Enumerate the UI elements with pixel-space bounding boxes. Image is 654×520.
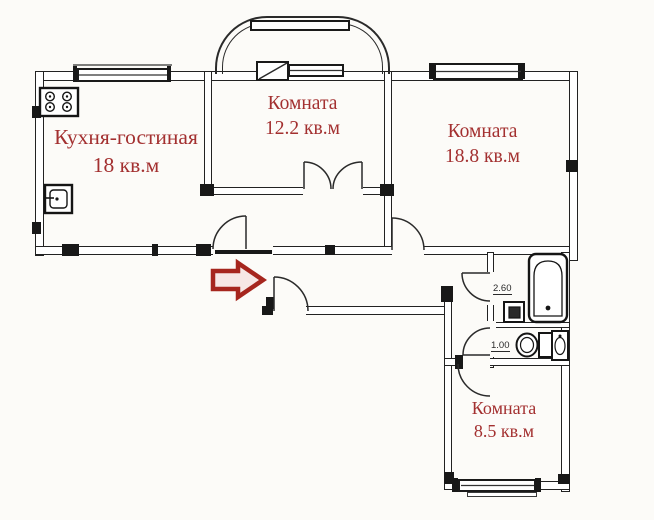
kitchen-window xyxy=(77,68,169,82)
wall-tick xyxy=(566,160,578,172)
balcony-window-block xyxy=(288,64,344,77)
room-label-12: Комната 12.2 кв.м xyxy=(225,91,380,142)
room-name: Кухня-гостиная xyxy=(54,125,198,149)
door-frame-tick xyxy=(455,355,463,369)
wall-pillar xyxy=(200,184,214,196)
room12-double-door-opening xyxy=(303,185,363,197)
wall-tick xyxy=(32,106,41,118)
window-end-tick xyxy=(167,66,171,82)
wall-pillar xyxy=(196,244,211,256)
window-end-tick xyxy=(518,63,525,79)
window-sill xyxy=(467,492,537,497)
toilet-icon xyxy=(515,332,553,358)
wall-tick xyxy=(152,244,158,256)
wall-room12-room18-divider xyxy=(384,71,392,247)
wall-stub xyxy=(266,297,274,309)
kitchen-sink-icon xyxy=(43,183,74,215)
wall-bathroom-left xyxy=(487,252,494,368)
room-area: 8.5 кв.м xyxy=(473,421,535,442)
window-end-tick xyxy=(452,478,458,492)
room18-window xyxy=(433,63,523,80)
room-name: Комната xyxy=(471,398,537,418)
wall-tick xyxy=(325,245,335,255)
wall-tick xyxy=(444,472,454,484)
toilet-door-opening xyxy=(485,321,496,357)
balcony-top-panel xyxy=(250,20,350,31)
room18-door-opening xyxy=(392,244,424,257)
window-end-tick xyxy=(73,66,77,82)
dimension-toilet: 1.00 xyxy=(491,340,510,353)
wall-room85-left xyxy=(444,290,452,490)
dimension-bathroom: 2.60 xyxy=(493,283,512,296)
wall-stub xyxy=(262,306,273,315)
room-name: Комната xyxy=(267,93,338,114)
bathroom-door-opening xyxy=(485,272,496,305)
kitchen-door-threshold xyxy=(215,250,272,254)
wall-tick xyxy=(32,222,41,234)
wall-exterior-right-lower xyxy=(561,252,570,492)
stove-icon xyxy=(38,86,80,118)
wall-exterior-left xyxy=(35,71,44,256)
wall-pillar xyxy=(380,184,394,196)
entrance-door-opening xyxy=(273,304,306,317)
wall-kitchen-corridor xyxy=(35,246,578,255)
wall-tick xyxy=(558,474,570,484)
balcony-door-block xyxy=(256,61,289,81)
wall-room12-bottom xyxy=(204,187,394,195)
window-end-tick xyxy=(535,478,541,492)
entrance-arrow-icon xyxy=(210,258,268,302)
room-label-kitchen: Кухня-гостиная 18 кв.м xyxy=(38,124,214,180)
wall-stub xyxy=(441,286,453,302)
washing-machine-icon xyxy=(503,301,525,323)
room85-window xyxy=(458,479,536,492)
wall-bath-toilet-divider xyxy=(493,322,570,328)
room-label-85: Комната 8.5 кв.м xyxy=(433,397,575,444)
wall-toilet-bottom xyxy=(444,358,570,366)
wall-pillar xyxy=(62,244,79,256)
room-area: 18.8 кв.м xyxy=(445,146,520,168)
window-end-tick xyxy=(429,63,436,79)
room-area: 18 кв.м xyxy=(92,152,160,177)
room-label-18: Комната 18.8 кв.м xyxy=(405,119,560,170)
room-area: 12.2 кв.м xyxy=(265,118,340,140)
room-name: Комната xyxy=(447,121,518,142)
